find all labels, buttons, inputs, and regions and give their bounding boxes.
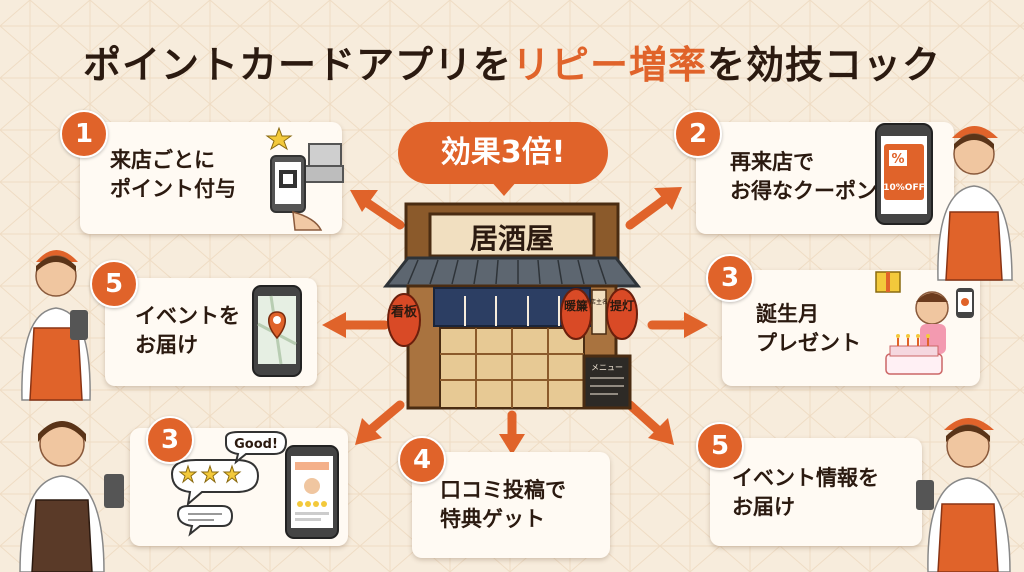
coupon-discount-text: 10%OFF bbox=[883, 183, 925, 193]
card-1-number-badge: 1 bbox=[60, 110, 108, 158]
lantern-right-1-text: 暖簾 bbox=[564, 298, 588, 313]
title-part-2: を効技コック bbox=[707, 43, 942, 87]
card-5-right-number-badge: 5 bbox=[696, 422, 744, 470]
arrow-to-card-3-right-head bbox=[684, 312, 708, 338]
arrow-to-card-5-left-head bbox=[322, 312, 346, 338]
card-3-right-line-1: 誕生月 bbox=[756, 302, 819, 326]
phone-coupon-icon: % 10%OFF bbox=[875, 123, 933, 225]
shop-owner-plate: 店主名 bbox=[590, 298, 608, 306]
feature-card-review-bonus: 口コミ投稿で特典ゲット bbox=[412, 452, 610, 558]
card-1-line-1: 来店ごとに bbox=[110, 148, 215, 172]
card-2-line-1: 再来店で bbox=[730, 150, 814, 174]
feature-card-birthday: 誕生月プレゼント bbox=[722, 270, 980, 386]
arrow-to-card-3-left-head bbox=[355, 418, 382, 445]
card-3-left-number-badge: 3 bbox=[146, 416, 194, 464]
arrow-to-card-3-left bbox=[363, 400, 405, 437]
feature-card-event-left: イベントをお届け bbox=[105, 278, 317, 386]
card-5-right-line-1: イベント情報を bbox=[732, 466, 879, 490]
card-4-line-2: 特典ゲット bbox=[440, 507, 545, 531]
staff-woman-right-bottom bbox=[916, 418, 1011, 572]
review-stars-phone-icon: Good! bbox=[170, 431, 339, 539]
izakaya-shop-illustration: 居酒屋 看板 暖簾 提灯 店主名 メニュー bbox=[382, 202, 642, 410]
page-title: ポイントカードアプリをリピー増率を効技コック bbox=[0, 34, 1024, 89]
phone-map-pin-icon bbox=[252, 285, 302, 377]
card-3-right-line-2: プレゼント bbox=[756, 331, 861, 355]
birthday-cake-gift-icon bbox=[875, 271, 974, 375]
shop-sign-text: 居酒屋 bbox=[470, 222, 554, 255]
card-1-line-2: ポイント付与 bbox=[110, 177, 236, 201]
card-4-line-1: 口コミ投稿で bbox=[440, 478, 566, 502]
staff-woman-right-top bbox=[937, 126, 1013, 281]
arrow-to-card-2 bbox=[625, 192, 673, 230]
card-5-left-line-2: お届け bbox=[135, 333, 198, 357]
arrow-to-card-1-head bbox=[350, 190, 378, 212]
card-5-left-number-badge: 5 bbox=[90, 260, 138, 308]
arrow-to-card-4-head bbox=[499, 434, 525, 455]
arrow-to-card-5-right-head bbox=[648, 418, 674, 445]
staff-woman-left-bottom bbox=[19, 421, 124, 572]
phone-qr-register-icon bbox=[265, 126, 344, 231]
title-part-1: ポイントカードアプリを bbox=[82, 43, 512, 87]
card-3-right-number-badge: 3 bbox=[706, 254, 754, 302]
coupon-percent-text: % bbox=[891, 152, 904, 167]
card-5-right-line-2: お届け bbox=[732, 495, 795, 519]
card-2-line-2: お得なクーポン bbox=[730, 179, 877, 203]
feature-card-event-right: イベント情報をお届け bbox=[710, 438, 922, 546]
review-speech-text: Good! bbox=[234, 437, 278, 452]
menu-board-text: メニュー bbox=[591, 363, 623, 372]
effect-bubble: 効果3倍! bbox=[398, 122, 608, 184]
arrow-to-card-5-right bbox=[625, 400, 665, 437]
feature-card-points: 来店ごとにポイント付与 bbox=[80, 122, 344, 234]
title-accent: リピー増率 bbox=[511, 43, 707, 87]
card-5-left-line-1: イベントを bbox=[135, 304, 240, 328]
staff-woman-left-top bbox=[21, 250, 91, 401]
arrow-to-card-2-head bbox=[654, 187, 682, 210]
effect-bubble-tail bbox=[490, 180, 518, 196]
arrow-to-card-1 bbox=[358, 195, 405, 230]
lantern-left-text: 看板 bbox=[391, 304, 418, 320]
card-2-number-badge: 2 bbox=[674, 110, 722, 158]
feature-card-coupon: 再来店でお得なクーポン % 10%OFF bbox=[696, 122, 954, 234]
lantern-right-2-text: 提灯 bbox=[610, 298, 634, 313]
card-4-number-badge: 4 bbox=[398, 436, 446, 484]
